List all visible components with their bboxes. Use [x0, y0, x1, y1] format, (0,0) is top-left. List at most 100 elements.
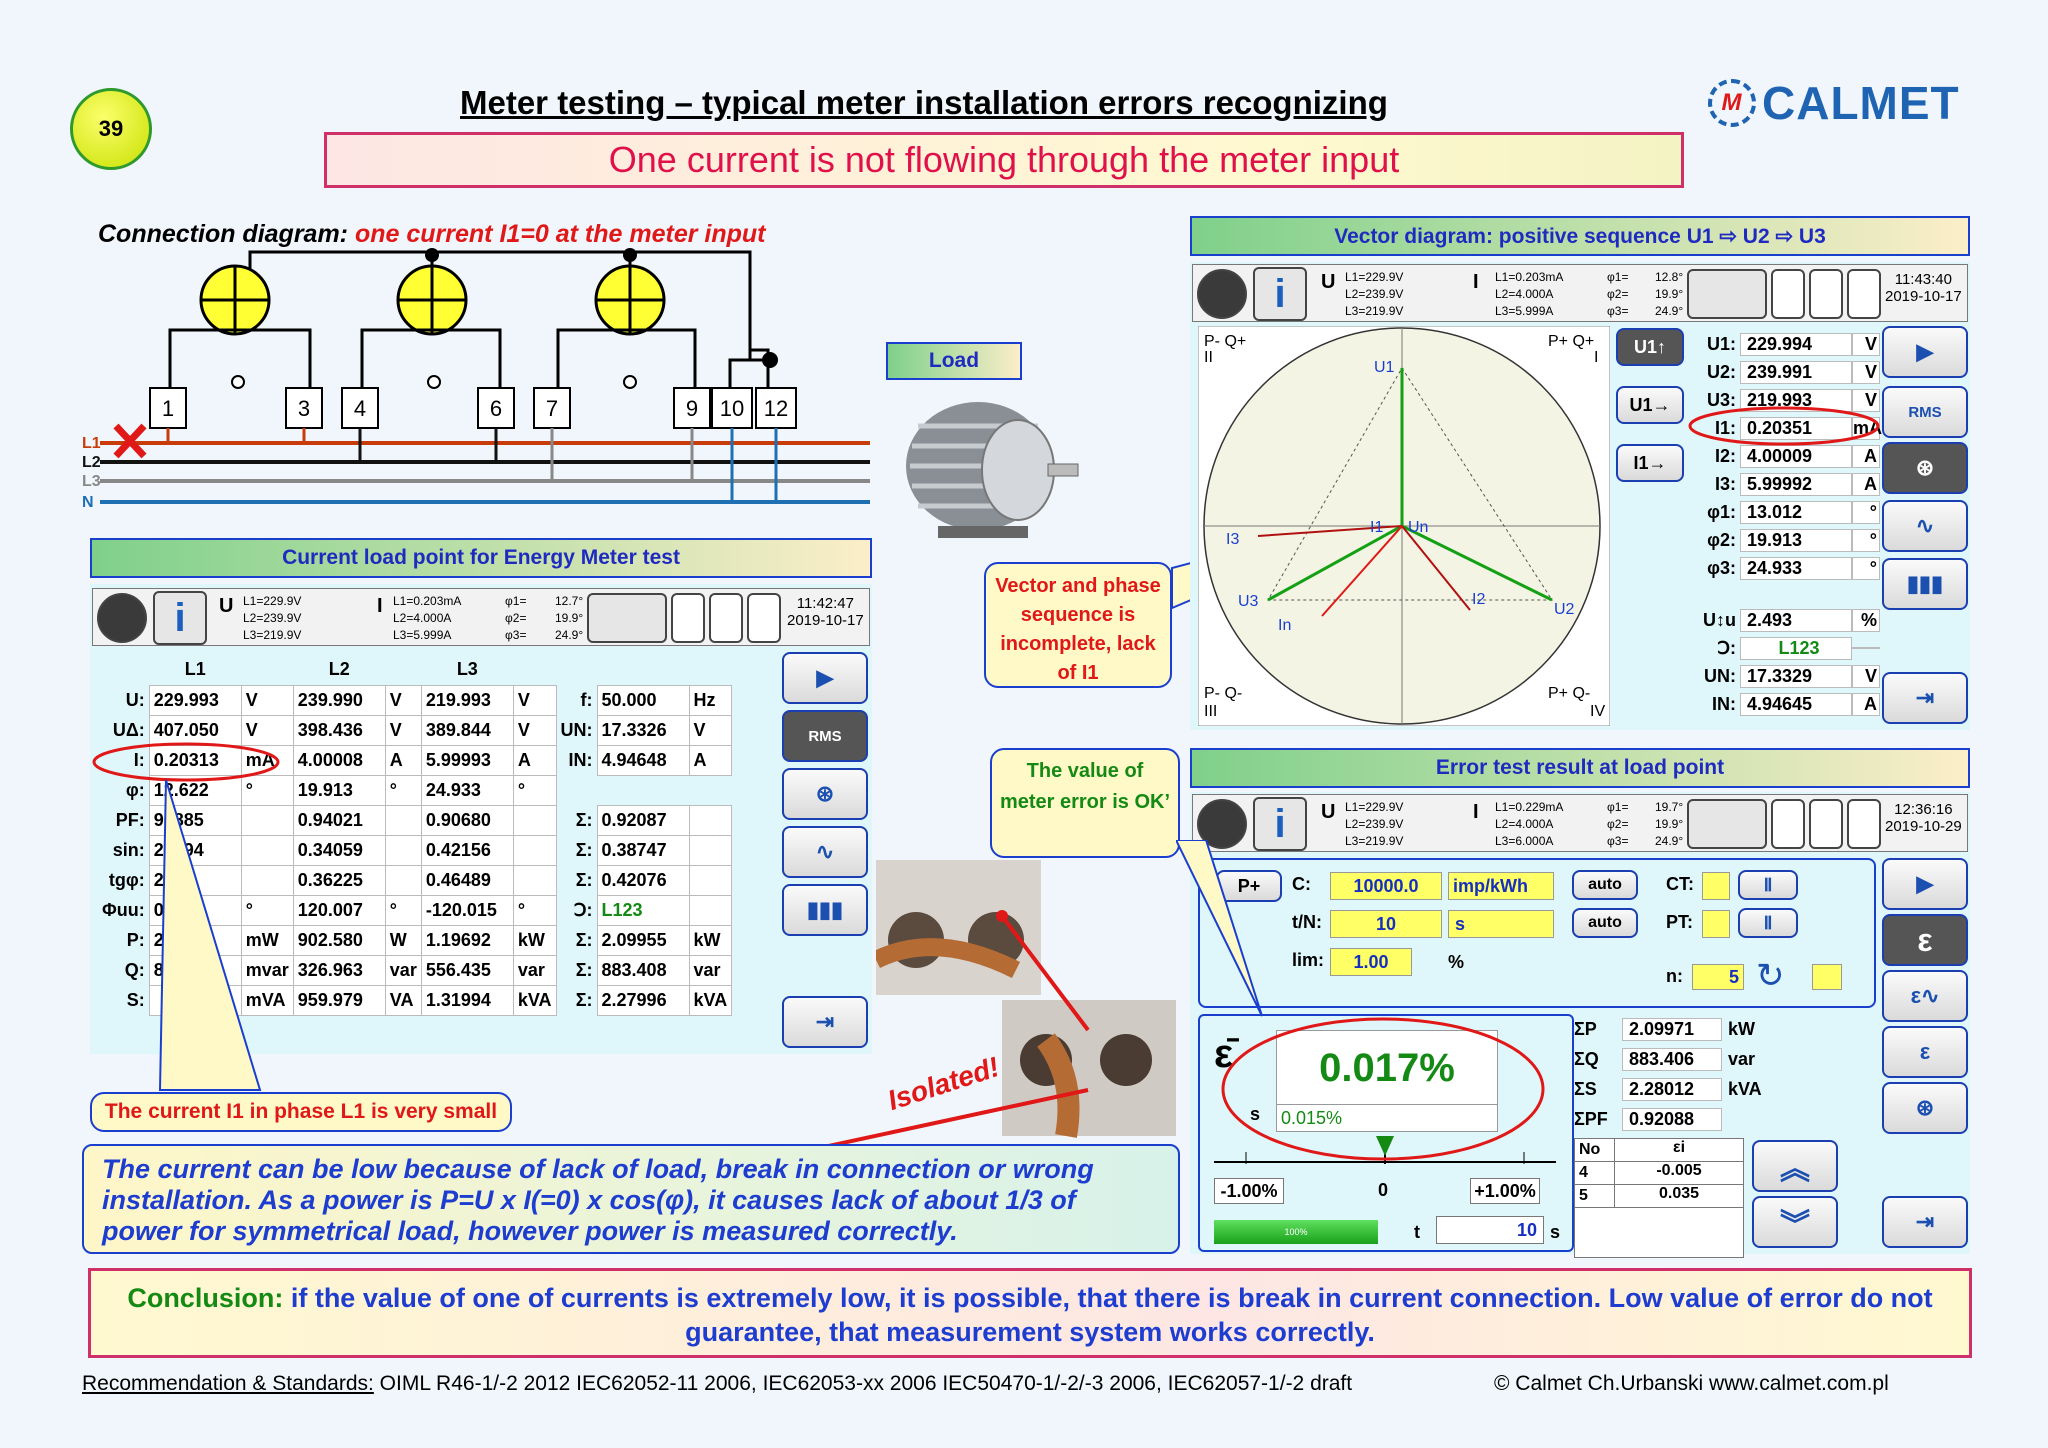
cell-label: φ:: [125, 779, 145, 800]
ux-ix-icon[interactable]: [587, 593, 667, 643]
svg-text:P+ Q+: P+ Q+: [1548, 333, 1594, 350]
meter-icon[interactable]: [1197, 269, 1247, 319]
play-button[interactable]: ▶: [782, 652, 868, 704]
i1-right-button[interactable]: I1→: [1616, 444, 1684, 482]
connection-label-text: Connection diagram:: [98, 220, 349, 248]
footer: Recommendation & Standards: OIML R46-1/-…: [82, 1372, 1352, 1396]
cell-v2: 0.94021: [292, 804, 386, 836]
epsilon-button-icon: ε: [1917, 921, 1933, 958]
cell-u1: mvar: [240, 954, 294, 986]
meter-icon[interactable]: [97, 593, 147, 643]
cell-sv: 2.27996: [596, 984, 690, 1016]
u1-right-button[interactable]: U1→: [1616, 386, 1684, 424]
error-list-icon: ε: [1919, 1039, 1931, 1064]
epsilon-button[interactable]: ε: [1882, 914, 1968, 966]
conclusion-box: Conclusion: if the value of one of curre…: [88, 1268, 1972, 1358]
exit-button[interactable]: ⇥: [1882, 672, 1968, 724]
terminal-3: 3: [298, 396, 310, 421]
pt-label: PT:: [1666, 912, 1693, 932]
reading-unit: [1852, 647, 1880, 649]
c-unit-field[interactable]: imp/kWh: [1448, 872, 1554, 900]
u1-up-button[interactable]: U1↑: [1616, 328, 1684, 366]
waveform-button[interactable]: ∿: [782, 826, 868, 878]
line-label-n: N: [82, 494, 94, 511]
scroll-up-button[interactable]: ︽: [1752, 1140, 1838, 1192]
exit-icon: ⇥: [1915, 685, 1935, 710]
u-symbol: U: [219, 595, 234, 617]
chevron-up-icon: ︽: [1780, 1153, 1810, 1186]
repeat-icon[interactable]: ↻: [1756, 957, 1785, 995]
vector-button[interactable]: ⊛: [1882, 442, 1968, 494]
subtitle-text: One current is not flowing through the m…: [608, 139, 1400, 180]
rms-button[interactable]: RMS: [782, 710, 868, 762]
star-icon[interactable]: [1809, 799, 1843, 849]
vector-button[interactable]: ⊛: [1882, 1082, 1968, 1134]
conclusion-text: if the value of one of currents is extre…: [283, 1283, 1933, 1347]
ct-button[interactable]: Ⅱ: [1738, 870, 1798, 900]
reading-unit: V: [1852, 360, 1880, 384]
c-value-field[interactable]: 10000.0: [1330, 872, 1442, 900]
chevron-down-icon: ︾: [1780, 1209, 1810, 1242]
cell-label: U:: [125, 689, 145, 710]
exit-button[interactable]: ⇥: [1882, 1196, 1968, 1248]
cell-v2: 0.36225: [292, 864, 386, 896]
phase-icon[interactable]: [1771, 799, 1805, 849]
rms-button[interactable]: RMS: [1882, 386, 1968, 438]
play-button[interactable]: ▶: [1882, 326, 1968, 378]
exit-icon: ⇥: [1915, 1209, 1935, 1234]
connection-diagram: 1 3 4 6 7 9 10 12 L1 L2 L3 N: [82, 248, 870, 511]
n-field[interactable]: 5: [1692, 964, 1744, 990]
tn-value-field[interactable]: 10: [1330, 910, 1442, 938]
harmonics-icon: ▮▮▮: [806, 897, 844, 922]
info-icon[interactable]: i: [1253, 267, 1307, 321]
ux-ix-icon[interactable]: [1687, 269, 1767, 319]
play-button[interactable]: ▶: [1882, 858, 1968, 910]
info-icon[interactable]: i: [153, 591, 207, 645]
cell-label: Φuu:: [102, 899, 145, 920]
save-icon[interactable]: [747, 593, 781, 643]
vector-reading-row: φ3:24.933°: [1690, 554, 1880, 582]
harmonics-button[interactable]: ▮▮▮: [782, 884, 868, 936]
star-icon[interactable]: [1809, 269, 1843, 319]
info-icon[interactable]: i: [1253, 797, 1307, 851]
mode-button[interactable]: P+: [1216, 870, 1282, 902]
error-graph-button[interactable]: ε∿: [1882, 970, 1968, 1022]
current-panel-header: Current load point for Energy Meter test: [90, 538, 872, 578]
ct-field[interactable]: [1702, 872, 1730, 900]
ux-ix-icon[interactable]: [1687, 799, 1767, 849]
auto-button-c[interactable]: auto: [1572, 870, 1638, 900]
vector-button[interactable]: ⊛: [782, 768, 868, 820]
star-icon[interactable]: [709, 593, 743, 643]
waveform-button[interactable]: ∿: [1882, 500, 1968, 552]
lim-value-field[interactable]: 1.00: [1330, 948, 1412, 976]
cell-sl: Σ:: [575, 929, 593, 950]
exit-button[interactable]: ⇥: [782, 996, 868, 1048]
connection-label: Connection diagram: one current I1=0 at …: [98, 220, 765, 249]
save-icon[interactable]: [1847, 269, 1881, 319]
pt-field[interactable]: [1702, 910, 1730, 938]
phase-icon[interactable]: [1771, 269, 1805, 319]
lim-label: lim:: [1292, 950, 1325, 970]
phase-icon[interactable]: [671, 593, 705, 643]
save-icon[interactable]: [1847, 799, 1881, 849]
repeat-field[interactable]: [1812, 964, 1842, 990]
cell-sl: [556, 775, 597, 805]
cell-u3: V: [512, 714, 557, 746]
cell-u2: W: [384, 924, 422, 956]
tn-unit-field[interactable]: s: [1448, 910, 1554, 938]
cell-label: sin:: [112, 839, 145, 860]
pt-button[interactable]: Ⅱ: [1738, 908, 1798, 938]
epsilon-icon: ε̄: [1214, 1032, 1233, 1076]
harmonics-button[interactable]: ▮▮▮: [1882, 558, 1968, 610]
error-graph-icon: ε∿: [1910, 983, 1940, 1008]
auto-button-tn[interactable]: auto: [1572, 908, 1638, 938]
cell-u1: mVA: [240, 984, 294, 1016]
error-list-button[interactable]: ε: [1882, 1026, 1968, 1078]
line-label-l3: L3: [82, 473, 101, 490]
cell-su: [688, 834, 733, 866]
scroll-down-button[interactable]: ︾: [1752, 1196, 1838, 1248]
